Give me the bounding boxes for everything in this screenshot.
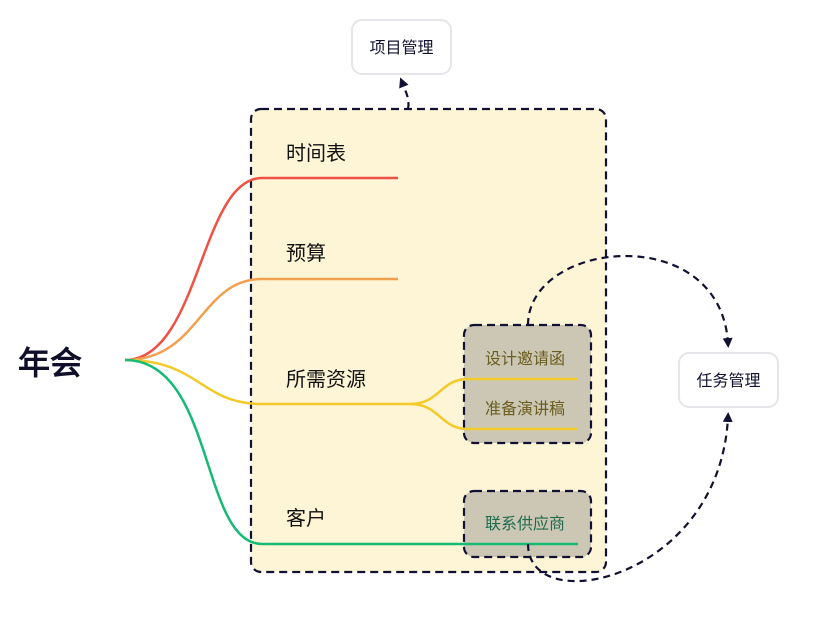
connector-customers: [124, 358, 578, 546]
connector-prepare-speech: [409, 402, 578, 431]
callout-task-management-label: 任务管理: [696, 371, 760, 390]
topic-budget[interactable]: 预算: [286, 241, 326, 265]
connector-timeline: [124, 176, 398, 362]
relationship-boundary-to-project-management[interactable]: [399, 77, 410, 110]
connector-budget: [124, 277, 398, 362]
topic-resources[interactable]: 所需资源: [286, 367, 366, 391]
subtopic-contact-supplier[interactable]: 联系供应商: [485, 514, 565, 533]
subtopic-prepare-speech[interactable]: 准备演讲稿: [485, 399, 565, 418]
callout-task-management[interactable]: [678, 352, 779, 408]
connector-resources: [124, 358, 410, 406]
relationship-supplier-to-task-management[interactable]: [526, 412, 733, 583]
sub-group-customers[interactable]: [462, 489, 593, 559]
root-topic[interactable]: 年会: [18, 344, 82, 382]
boundary-group[interactable]: [249, 107, 608, 574]
subtopic-design-invitation[interactable]: 设计邀请函: [485, 349, 565, 368]
topic-timeline[interactable]: 时间表: [286, 141, 346, 165]
connector-design-invitation: [409, 377, 578, 406]
sub-group-resources[interactable]: [462, 323, 593, 445]
callout-project-management[interactable]: [351, 19, 452, 75]
callout-project-management-label: 项目管理: [369, 38, 433, 57]
topic-customers[interactable]: 客户: [286, 506, 326, 530]
